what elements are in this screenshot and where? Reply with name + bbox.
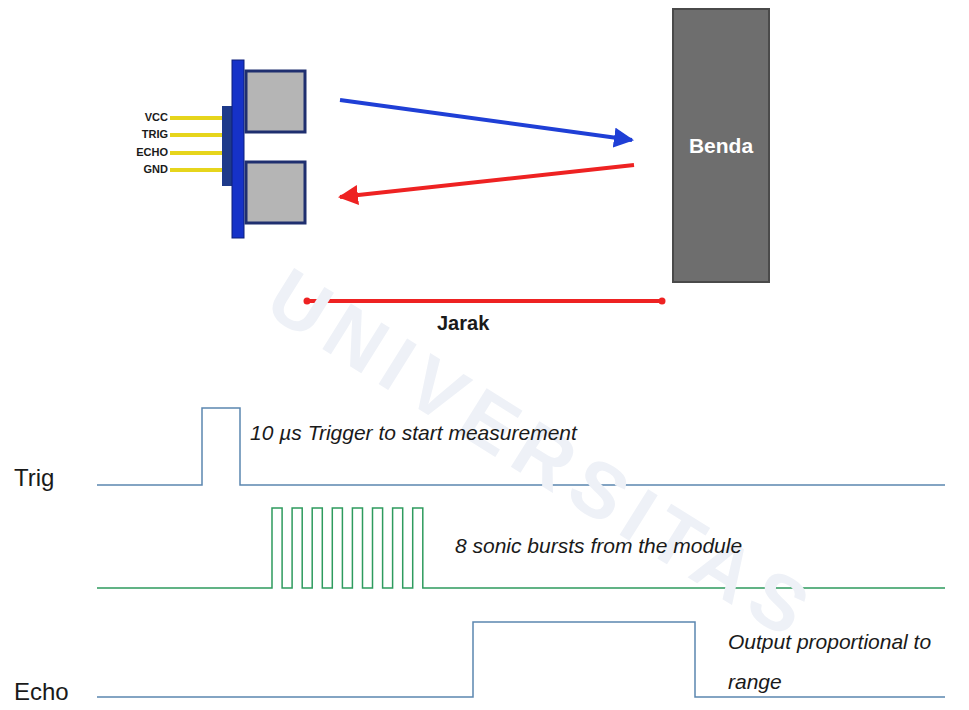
pin-label: VCC bbox=[145, 111, 168, 123]
reflected-wave-arrow bbox=[340, 165, 634, 197]
distance-label: Jarak bbox=[437, 312, 489, 335]
signal-note: 10 µs Trigger to start measurement bbox=[250, 421, 577, 445]
transmitter bbox=[246, 71, 305, 132]
object-box: Benda bbox=[672, 8, 770, 283]
emitted-wave-arrow bbox=[340, 100, 632, 140]
receiver bbox=[246, 162, 305, 223]
sensor-board bbox=[232, 60, 244, 238]
pin-label: ECHO bbox=[136, 146, 168, 158]
signal-name: Echo bbox=[14, 678, 69, 706]
distance-end bbox=[659, 298, 666, 305]
sensor-pins bbox=[170, 118, 224, 170]
watermark: UNIVERSITAS bbox=[252, 250, 833, 660]
signal-note: Output proportional to range bbox=[728, 622, 960, 702]
pin-label: GND bbox=[144, 163, 168, 175]
signal-name: Trig bbox=[14, 464, 54, 492]
pin-label: TRIG bbox=[142, 128, 168, 140]
object-label: Benda bbox=[689, 134, 753, 158]
signal-note: 8 sonic bursts from the module bbox=[455, 534, 742, 558]
